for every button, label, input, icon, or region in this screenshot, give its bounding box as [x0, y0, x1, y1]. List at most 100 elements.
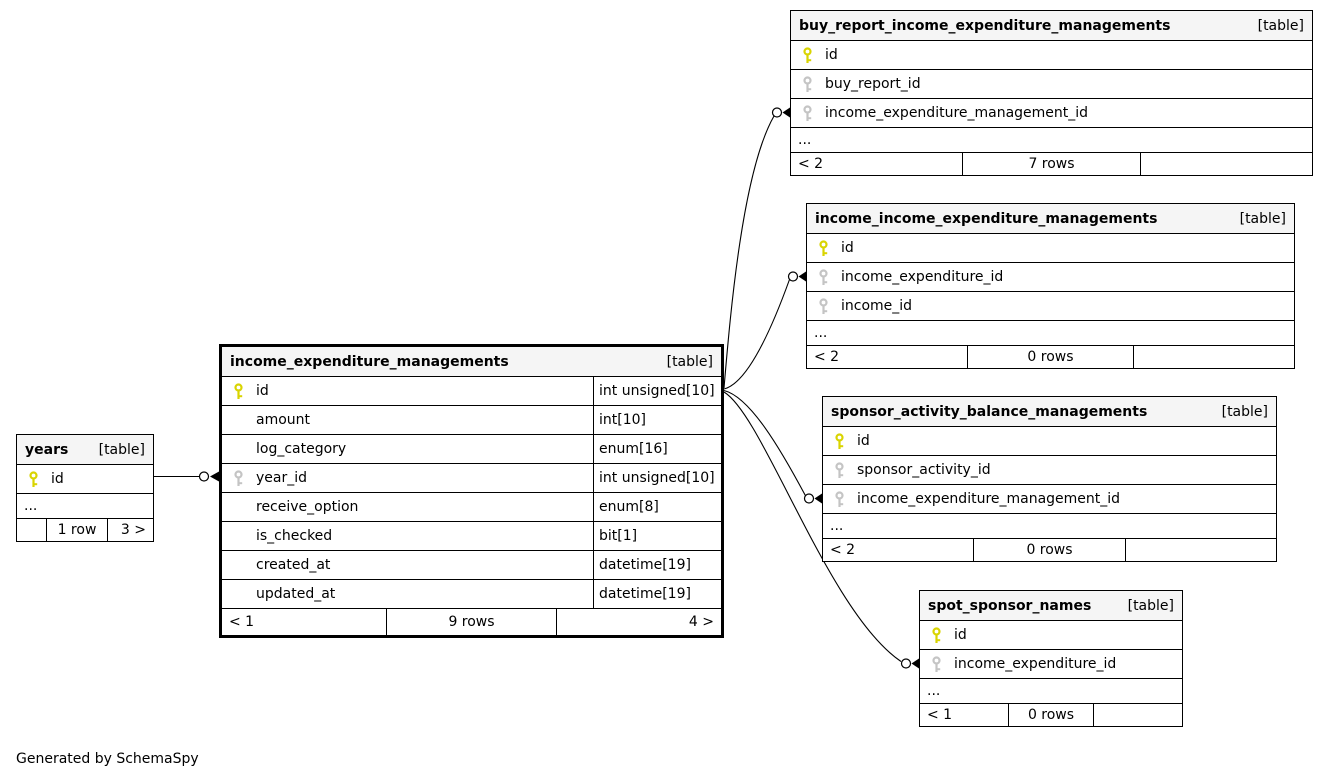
column-name: id — [841, 240, 854, 256]
table-tag: [table] — [1239, 210, 1286, 227]
table-node-spot-sponsor-names[interactable]: spot_sponsor_names [table] id income_exp… — [919, 590, 1183, 727]
column-row: id — [920, 621, 1182, 650]
table-name[interactable]: sponsor_activity_balance_managements — [831, 403, 1148, 420]
column-name: amount — [256, 412, 311, 428]
footer-parents[interactable]: < 2 — [791, 153, 964, 175]
table-footer: < 2 0 rows — [823, 539, 1276, 561]
primary-key-icon — [823, 432, 855, 450]
crowfoot-marker — [210, 471, 219, 482]
footer-children — [1141, 153, 1312, 175]
column-name: income_expenditure_id — [954, 656, 1117, 672]
footer-parents — [17, 519, 47, 541]
column-row: buy_report_id — [791, 70, 1312, 99]
ellipsis-row: ... — [920, 679, 1182, 704]
crowfoot-marker — [782, 107, 790, 118]
column-name: id — [954, 627, 967, 643]
primary-key-icon — [791, 46, 823, 64]
table-name[interactable]: spot_sponsor_names — [928, 597, 1092, 614]
column-row: sponsor_activity_id — [823, 456, 1276, 485]
column-type: datetime[19] — [593, 580, 721, 608]
foreign-key-icon — [823, 461, 855, 479]
column-type: int unsigned[10] — [593, 464, 721, 492]
table-node-buy-report-income-expenditure-managements[interactable]: buy_report_income_expenditure_management… — [790, 10, 1313, 176]
column-row: income_expenditure_management_id — [823, 485, 1276, 514]
column-row: updated_at datetime[19] — [222, 580, 721, 609]
foreign-key-icon — [807, 268, 839, 286]
primary-key-icon — [222, 382, 254, 400]
column-type: bit[1] — [593, 522, 721, 550]
primary-key-icon — [807, 239, 839, 257]
table-name[interactable]: buy_report_income_expenditure_management… — [799, 17, 1171, 34]
column-row: id — [791, 41, 1312, 70]
table-node-income-income-expenditure-managements[interactable]: income_income_expenditure_managements [t… — [806, 203, 1295, 369]
column-type: enum[16] — [593, 435, 721, 463]
column-type: enum[8] — [593, 493, 721, 521]
column-name: is_checked — [256, 528, 333, 544]
table-node-years[interactable]: years [table] id ... 1 row 3 > — [16, 434, 154, 542]
column-name: income_id — [841, 298, 913, 314]
ellipsis-row: ... — [823, 514, 1276, 539]
foreign-key-icon — [823, 490, 855, 508]
column-row: id int unsigned[10] — [222, 377, 721, 406]
table-footer: < 2 0 rows — [807, 346, 1294, 368]
column-name: id — [825, 47, 838, 63]
column-type: datetime[19] — [593, 551, 721, 579]
foreign-key-icon — [920, 655, 952, 673]
odot-marker — [198, 471, 210, 482]
table-tag: [table] — [666, 353, 713, 370]
column-name: log_category — [256, 441, 347, 457]
table-header: income_expenditure_managements [table] — [222, 347, 721, 377]
footer-parents[interactable]: < 2 — [823, 539, 974, 561]
table-name[interactable]: years — [25, 441, 69, 458]
table-tag: [table] — [1221, 403, 1268, 420]
column-row: id — [17, 465, 153, 494]
relationship-edge — [723, 391, 919, 669]
generator-credit: Generated by SchemaSpy — [16, 751, 199, 767]
footer-parents[interactable]: < 1 — [222, 609, 388, 635]
column-row: income_id — [807, 292, 1294, 321]
column-row: created_at datetime[19] — [222, 551, 721, 580]
table-header: years [table] — [17, 435, 153, 465]
ellipsis-row: ... — [17, 494, 153, 519]
table-node-sponsor-activity-balance-managements[interactable]: sponsor_activity_balance_managements [ta… — [822, 396, 1277, 562]
primary-key-icon — [920, 626, 952, 644]
crowfoot-marker — [798, 271, 806, 282]
column-name: id — [51, 471, 64, 487]
odot-marker — [787, 271, 799, 282]
table-footer: < 1 0 rows — [920, 704, 1182, 726]
column-name: income_expenditure_management_id — [857, 491, 1121, 507]
table-name[interactable]: income_expenditure_managements — [230, 353, 509, 370]
odot-marker — [771, 107, 783, 118]
footer-rows: 7 rows — [963, 153, 1141, 175]
odot-marker — [900, 658, 912, 669]
column-row: is_checked bit[1] — [222, 522, 721, 551]
column-name: sponsor_activity_id — [857, 462, 991, 478]
table-footer: < 1 9 rows 4 > — [222, 609, 721, 635]
relationship-edge — [154, 471, 219, 482]
table-node-income-expenditure-managements[interactable]: income_expenditure_managements [table] i… — [219, 344, 724, 638]
table-header: sponsor_activity_balance_managements [ta… — [823, 397, 1276, 427]
table-name[interactable]: income_income_expenditure_managements — [815, 210, 1158, 227]
column-name: income_expenditure_management_id — [825, 105, 1089, 121]
footer-rows: 9 rows — [387, 609, 557, 635]
footer-rows: 0 rows — [968, 346, 1134, 368]
footer-children[interactable]: 4 > — [688, 614, 715, 630]
footer-parents[interactable]: < 1 — [920, 704, 1010, 726]
table-footer: 1 row 3 > — [17, 519, 153, 541]
column-name: id — [857, 433, 870, 449]
column-name: buy_report_id — [825, 76, 921, 92]
column-type: int[10] — [593, 406, 721, 434]
ellipsis-row: ... — [807, 321, 1294, 346]
table-header: spot_sponsor_names [table] — [920, 591, 1182, 621]
column-name: updated_at — [256, 586, 336, 602]
footer-children[interactable]: 3 > — [120, 522, 146, 538]
footer-parents[interactable]: < 2 — [807, 346, 969, 368]
column-name: created_at — [256, 557, 331, 573]
column-name: income_expenditure_id — [841, 269, 1004, 285]
primary-key-icon — [17, 470, 49, 488]
relationship-edge — [723, 389, 822, 504]
table-tag: [table] — [1127, 597, 1174, 614]
footer-rows: 0 rows — [1009, 704, 1094, 726]
